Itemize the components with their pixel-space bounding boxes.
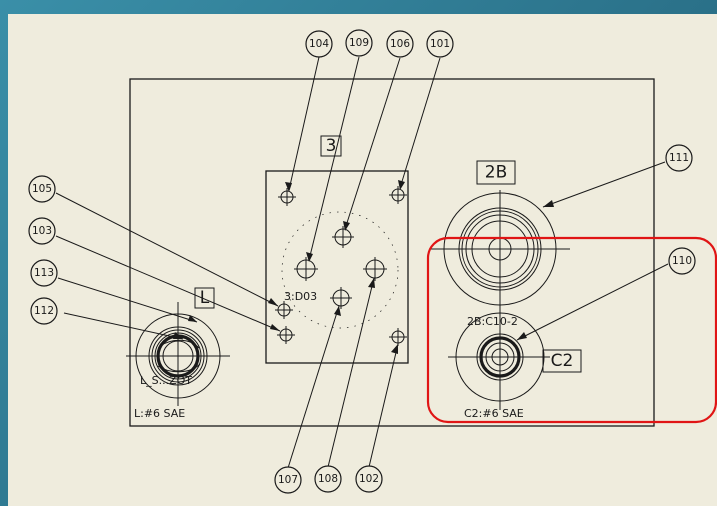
callout-bubble: [386, 30, 414, 58]
callout-label: 113: [34, 267, 54, 279]
cavity-2b[interactable]: [431, 190, 570, 310]
port-c2[interactable]: [448, 303, 550, 410]
callout-label: 102: [359, 473, 379, 485]
hole-108[interactable]: [363, 257, 387, 281]
callout-label: 112: [34, 305, 54, 317]
hole-104[interactable]: [278, 188, 296, 206]
callout-111[interactable]: 111: [665, 144, 693, 172]
callout-label: 109: [349, 37, 369, 49]
callout-bubble: [274, 466, 302, 494]
callout-107[interactable]: 107: [274, 466, 302, 494]
hole-107[interactable]: [330, 287, 352, 309]
hole-103[interactable]: [277, 326, 295, 344]
callout-bubble: [345, 29, 373, 57]
callout-bubble: [314, 465, 342, 493]
callout-104[interactable]: 104: [305, 30, 333, 58]
callout-109[interactable]: 109: [345, 29, 373, 57]
manifold-outline[interactable]: [129, 78, 655, 427]
tag-3-text: 3: [326, 136, 337, 156]
callout-bubble: [28, 217, 56, 245]
label-right-port: C2:#6 SAE: [464, 407, 524, 420]
leader-lines: [55, 56, 669, 469]
callout-bubbles: 104 109 106 101 111 105 103 113 112 110 107 108 102: [28, 29, 696, 494]
port-l[interactable]: [126, 302, 230, 406]
callout-106[interactable]: 106: [386, 30, 414, 58]
callout-113[interactable]: 113: [30, 259, 58, 287]
tag-l-text: L: [200, 288, 210, 308]
callout-label: 108: [318, 473, 338, 485]
hole-109[interactable]: [294, 257, 318, 281]
label-left-port: L:#6 SAE: [134, 407, 185, 420]
callout-bubble: [30, 297, 58, 325]
selection-highlight: [426, 236, 717, 424]
tag-3[interactable]: 3: [320, 135, 342, 157]
callout-bubble: [30, 259, 58, 287]
callout-bubble: [426, 30, 454, 58]
callout-label: 110: [672, 255, 692, 267]
callout-bubble: [665, 144, 693, 172]
callout-108[interactable]: 108: [314, 465, 342, 493]
callout-label: 106: [390, 38, 410, 50]
callout-bubble: [28, 175, 56, 203]
hole-101[interactable]: [389, 186, 407, 204]
tag-2b[interactable]: 2B: [476, 160, 516, 185]
callout-bubble: [355, 465, 383, 493]
tag-2b-text: 2B: [485, 163, 507, 183]
hole-102[interactable]: [389, 328, 407, 346]
callout-102[interactable]: 102: [355, 465, 383, 493]
d03-pattern-circle: [281, 211, 399, 329]
callout-label: 101: [430, 38, 450, 50]
callout-110[interactable]: 110: [668, 247, 696, 275]
tag-c2-text: C2: [551, 351, 574, 371]
leader-arrowheads: [173, 180, 554, 354]
callout-101[interactable]: 101: [426, 30, 454, 58]
hole-106[interactable]: [332, 226, 354, 248]
hole-105[interactable]: [275, 301, 293, 319]
tag-c2[interactable]: C2: [542, 349, 582, 373]
callout-label: 103: [32, 225, 52, 237]
callout-label: 107: [278, 474, 298, 486]
callout-bubble: [305, 30, 333, 58]
tag-l[interactable]: L: [194, 287, 215, 309]
callout-label: 104: [309, 38, 329, 50]
d03-mounting-pad[interactable]: [265, 170, 409, 364]
callout-103[interactable]: 103: [28, 217, 56, 245]
callout-105[interactable]: 105: [28, 175, 56, 203]
drawing-sheet[interactable]: [8, 14, 717, 506]
callout-bubble: [668, 247, 696, 275]
label-upper-right-cavity: 2B:C10-2: [467, 315, 518, 328]
callout-112[interactable]: 112: [30, 297, 58, 325]
callout-label: 111: [669, 152, 689, 164]
label-center-cavity: 3:D03: [284, 290, 317, 303]
callout-label: 105: [32, 183, 52, 195]
label-left-port-type: L_S...ZOT: [140, 374, 192, 387]
